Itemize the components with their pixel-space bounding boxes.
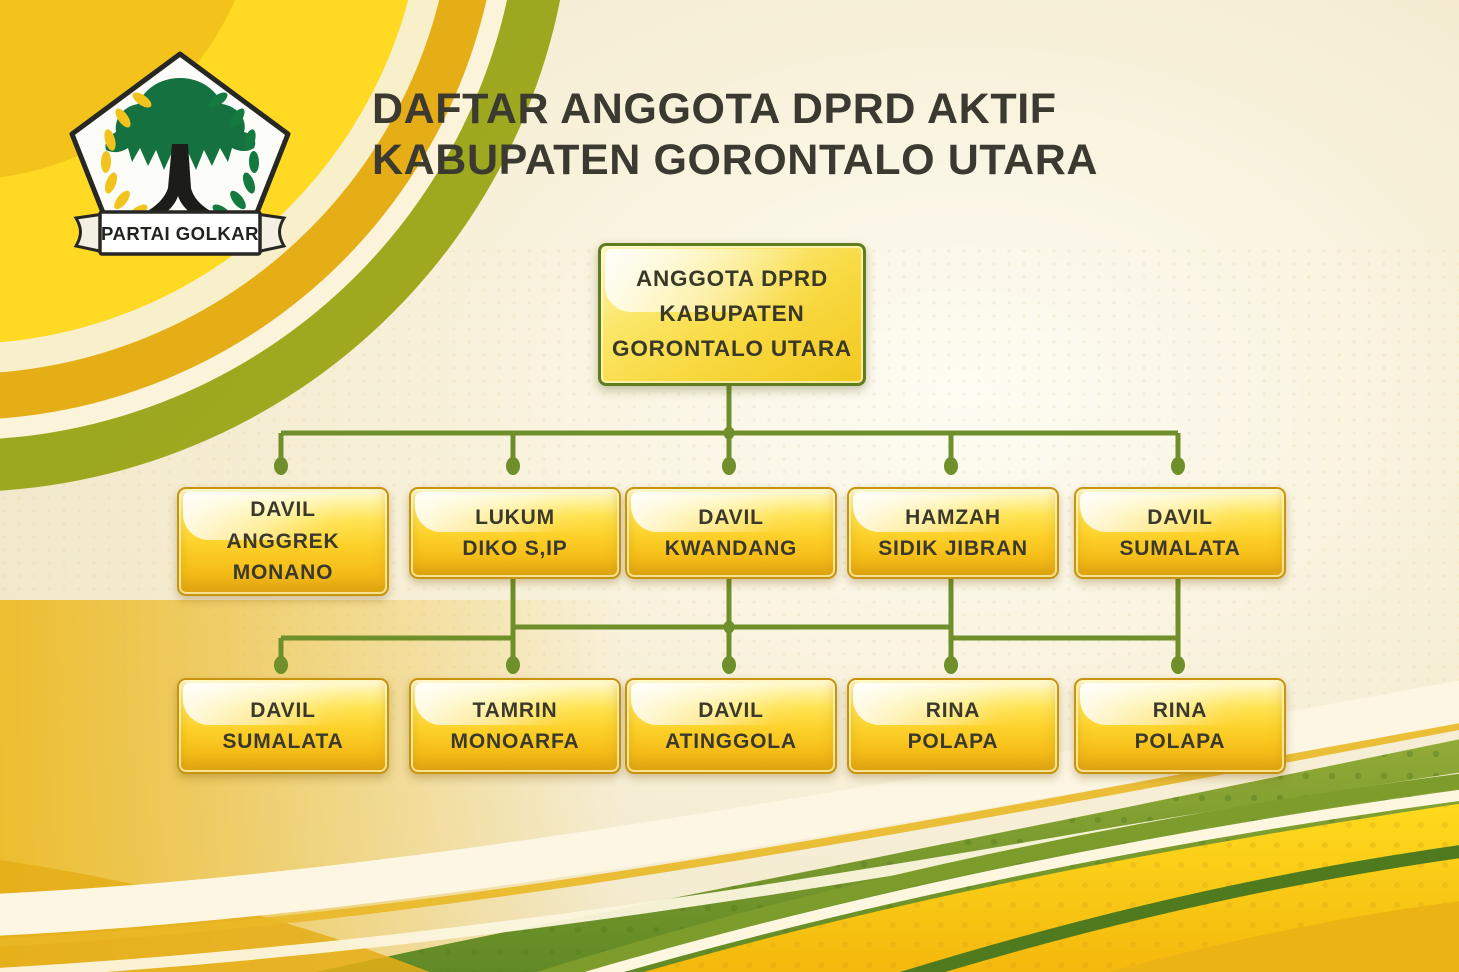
org-node-label: DAVIL ANGGREK MONANO [226, 498, 340, 585]
org-node-label: DAVIL SUMALATA [1119, 505, 1241, 561]
org-node-l2-3: DAVIL ATINGGOLA [625, 678, 837, 774]
org-node-l1-4: HAMZAH SIDIK JIBRAN [847, 487, 1059, 579]
org-node-l1-1: DAVIL ANGGREK MONANO [177, 487, 389, 596]
org-node-l2-4: RINA POLAPA [847, 678, 1059, 774]
org-node-label: RINA POLAPA [907, 698, 999, 754]
org-node-root-label: ANGGOTA DPRD KABUPATEN GORONTALO UTARA [612, 266, 852, 361]
org-node-label: DAVIL ATINGGOLA [665, 698, 797, 754]
page-title: DAFTAR ANGGOTA DPRD AKTIF KABUPATEN GORO… [372, 85, 1099, 184]
org-node-l2-1: DAVIL SUMALATA [177, 678, 389, 774]
party-banner: PARTAI GOLKAR [73, 210, 287, 256]
party-banner-label: PARTAI GOLKAR [101, 223, 259, 244]
org-node-l1-2: LUKUM DIKO S,IP [409, 487, 621, 579]
org-node-label: RINA POLAPA [1134, 698, 1226, 754]
org-node-l1-5: DAVIL SUMALATA [1074, 487, 1286, 579]
golkar-logo: PARTAI GOLKAR [69, 51, 291, 256]
org-node-label: DAVIL KWANDANG [664, 505, 798, 561]
org-node-l2-2: TAMRIN MONOARFA [409, 678, 621, 774]
org-node-label: HAMZAH SIDIK JIBRAN [878, 505, 1028, 561]
org-node-label: TAMRIN MONOARFA [450, 698, 580, 754]
org-node-label: DAVIL SUMALATA [222, 698, 344, 754]
org-node-label: LUKUM DIKO S,IP [462, 505, 568, 561]
org-node-l1-3: DAVIL KWANDANG [625, 487, 837, 579]
org-node-root: ANGGOTA DPRD KABUPATEN GORONTALO UTARA [598, 243, 866, 386]
bottom-swoosh [0, 600, 1459, 972]
org-node-l2-5: RINA POLAPA [1074, 678, 1286, 774]
